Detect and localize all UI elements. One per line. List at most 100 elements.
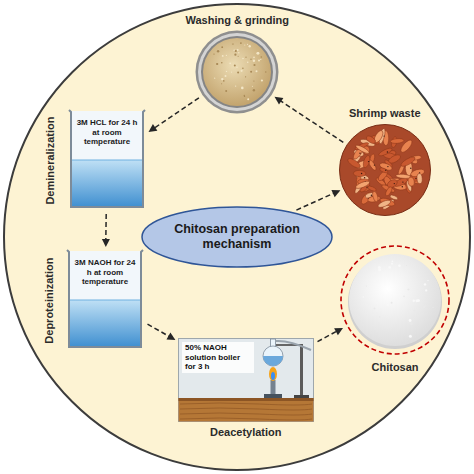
powder-grain (424, 283, 426, 285)
beaker: Deproteinization3M NAOH for 24 h at room… (66, 250, 144, 350)
beaker-wall (69, 110, 145, 207)
powder-grain (241, 70, 243, 72)
step-label: Deacetylation (210, 426, 282, 439)
shrimp (367, 185, 377, 192)
step-label: Demineralization (44, 116, 57, 204)
powder-grain (216, 63, 218, 65)
shrimp-eye (387, 166, 388, 167)
wood-grain (180, 403, 312, 405)
dashed-arrow (275, 97, 344, 143)
shrimp (386, 178, 399, 189)
shrimp-eye (387, 151, 388, 152)
beaker-liquid (71, 160, 143, 207)
powder-grain (261, 79, 263, 81)
powder-grain (233, 44, 234, 45)
bowl-rim (201, 36, 273, 108)
beaker-liquid (69, 300, 141, 347)
beaker: Demineralization3M HCL for 24 h at room … (68, 110, 146, 210)
shrimp (390, 138, 404, 144)
powder-grain (244, 44, 245, 45)
powder-grain (223, 80, 225, 82)
powder-grain (406, 265, 407, 266)
powder-grain (256, 52, 259, 55)
powder-grain (221, 62, 223, 64)
shrimp-eye (410, 168, 411, 169)
shrimp-eye (385, 170, 386, 171)
powder-grain (373, 325, 374, 326)
powder-grain (256, 70, 258, 72)
chitosan-shadow (348, 255, 442, 349)
powder-grain (374, 308, 376, 310)
powder-grain (366, 285, 367, 286)
chitosan-photo: Chitosan (339, 244, 451, 356)
shrimp-eye (371, 195, 372, 196)
shrimp-eye (394, 183, 395, 184)
powder-grain (392, 261, 394, 263)
shrimp (353, 170, 366, 177)
center-oval: Chitosan preparation mechanism (141, 206, 333, 268)
powder-grain (237, 72, 239, 74)
bowl-rim (196, 31, 279, 114)
powder-grain (265, 71, 266, 72)
powder-grain (238, 56, 239, 57)
shrimp-eye (383, 135, 384, 136)
arrow-head (331, 190, 340, 197)
powder-grain (398, 264, 401, 267)
powder-grain (244, 95, 245, 96)
powder-grain (226, 55, 227, 56)
shrimp (400, 155, 416, 168)
wooden-table (179, 398, 314, 422)
powder-grain (225, 90, 227, 92)
deacetylation-photo: Deacetylation50% NAOH solution boiler fo… (178, 338, 314, 422)
powder-grain (240, 42, 242, 44)
dashed-arrow (102, 214, 110, 247)
powder-grain (252, 86, 253, 87)
burner-tube (271, 380, 276, 394)
shrimp-eye (374, 164, 375, 165)
arrow-line (318, 331, 338, 342)
condition-text: 3M HCL for 24 h at room temperature (74, 118, 140, 147)
powder-grain (213, 53, 214, 54)
powder-grain (235, 50, 237, 52)
flask (263, 346, 283, 366)
dashed-arrow (149, 98, 199, 132)
powder-grain (250, 71, 252, 73)
powder-grain (232, 43, 233, 44)
liquid-surface (69, 300, 141, 301)
washing-photo-art (195, 30, 279, 114)
shrimp-powder (203, 38, 271, 106)
shrimp-eye (361, 173, 362, 174)
dashed-ring (341, 246, 449, 354)
powder-grain (241, 87, 244, 90)
powder-grain (410, 322, 413, 325)
shrimp (365, 135, 377, 145)
beaker-wall (67, 250, 143, 347)
powder-grain (253, 60, 255, 62)
shrimp-photo: Shrimp waste (339, 124, 431, 216)
condition-text: 3M NAOH for 24 h at room temperature (72, 258, 138, 287)
powder-grain (378, 266, 381, 269)
powder-grain (221, 46, 223, 48)
step-label: Washing & grinding (186, 14, 289, 27)
shrimp-photo-art (339, 124, 431, 216)
powder-grain (225, 75, 227, 77)
powder-grain (222, 55, 224, 57)
arrow-head (334, 328, 343, 335)
stand-base (294, 395, 309, 398)
powder-grain (261, 56, 263, 58)
powder-grain (234, 54, 236, 56)
powder-grain (245, 76, 246, 77)
shrimp-eye (415, 178, 416, 179)
powder-grain (221, 83, 222, 84)
powder-grain (407, 288, 409, 290)
beaker-glass (71, 111, 143, 207)
powder-grain (253, 57, 255, 59)
powder-grain (236, 67, 237, 68)
shrimp-eye (402, 181, 403, 182)
shrimp (362, 155, 371, 169)
shrimp (346, 157, 361, 170)
arrow-line (154, 98, 199, 129)
powder-grain (242, 67, 244, 69)
wood-grain (180, 408, 312, 410)
powder-grain (403, 296, 405, 298)
